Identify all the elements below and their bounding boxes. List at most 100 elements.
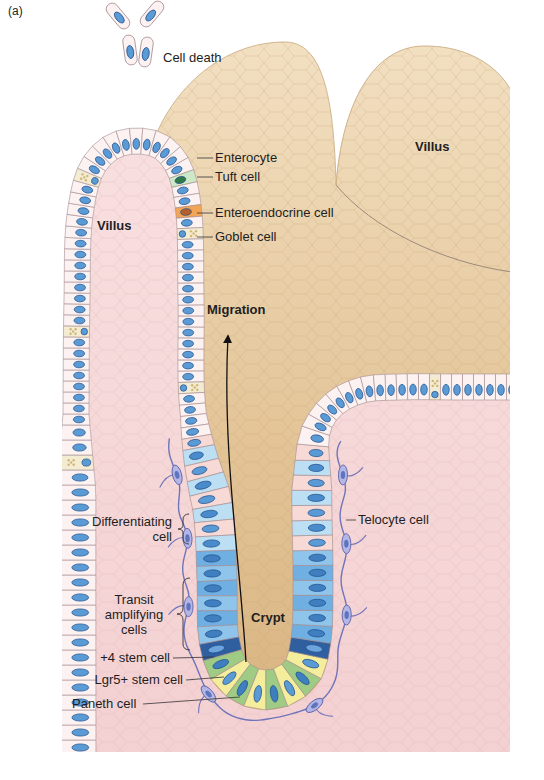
epithelial-cell (418, 374, 429, 400)
callout-label: +4 stem cell (70, 650, 170, 665)
villus-outline (150, 42, 510, 185)
cell-nucleus (72, 564, 89, 571)
cell-nucleus (75, 251, 86, 258)
cell-nucleus (344, 391, 355, 404)
cell-nucleus (78, 207, 90, 215)
cell-nucleus (72, 474, 88, 481)
epithelial-cell (177, 239, 203, 251)
epithelial-cell (175, 205, 202, 219)
epithelial-cell (62, 605, 96, 620)
telocyte-body (182, 528, 192, 548)
cell-nucleus (235, 679, 250, 697)
epithelial-cell (64, 260, 90, 271)
mucus-granule (72, 464, 74, 466)
cell-nucleus (74, 295, 85, 302)
cell-nucleus (182, 285, 193, 292)
cell-nucleus (183, 395, 194, 402)
epithelial-cell (194, 519, 235, 537)
cell-nucleus (183, 340, 194, 347)
cell-nucleus (82, 459, 91, 466)
epithelial-cell (62, 440, 93, 455)
epithelial-cell (196, 565, 237, 581)
telocyte-nucleus (186, 603, 190, 611)
cell-nucleus (326, 403, 338, 415)
cell-nucleus (182, 274, 193, 281)
cell-nucleus (75, 262, 86, 269)
epithelial-cell (62, 485, 96, 500)
mucus-granule (195, 235, 197, 237)
epithelial-cell (62, 620, 96, 635)
epithelial-cell (484, 374, 495, 400)
mucus-granule (83, 176, 85, 178)
cell-nucleus (72, 714, 89, 721)
telocyte-nucleus (204, 690, 213, 699)
mucus-granule (74, 333, 76, 335)
cell-nucleus (509, 384, 510, 395)
mucus-granule (69, 328, 71, 330)
epithelial-cell (373, 374, 385, 400)
epithelial-cell (506, 374, 510, 400)
epithelial-cell (197, 580, 237, 596)
telocyte-body (170, 464, 184, 486)
epithelial-cell (62, 665, 96, 680)
cell-nucleus (72, 519, 89, 526)
cell-nucleus (309, 614, 326, 622)
cell-nucleus (183, 329, 194, 336)
brackets (177, 514, 190, 650)
callout-label: Differentiating cell (72, 514, 172, 544)
epithelial-cell (63, 359, 89, 370)
region-label: Villus (97, 218, 131, 233)
mucus-granule (191, 389, 193, 391)
cell-nucleus (75, 240, 86, 247)
cell-nucleus (73, 444, 86, 451)
cell-nucleus (269, 685, 279, 703)
cell-nucleus (126, 45, 135, 59)
epithelial-cell (178, 338, 204, 349)
epithelial-cell (293, 595, 333, 610)
telocyte-body (304, 696, 325, 715)
callout-label: Cell death (163, 50, 222, 65)
cell-nucleus (179, 197, 191, 205)
epithelial-cell (62, 725, 96, 740)
epithelial-cell (62, 455, 94, 470)
epithelial-cell (178, 283, 204, 294)
shed-cell (122, 34, 138, 65)
cell-nucleus (88, 164, 101, 175)
epithelial-cell (62, 635, 96, 650)
mucus-granule (190, 230, 192, 232)
callout-label: Paneth cell (72, 696, 136, 711)
cell-nucleus (72, 504, 89, 511)
telocyte-process (169, 438, 347, 720)
leader-line (186, 677, 224, 680)
callout-label: Telocyte cell (358, 512, 429, 527)
cell-nucleus (74, 339, 85, 346)
epithelial-cell (176, 216, 203, 229)
cell-nucleus (74, 383, 85, 390)
epithelial-cell (196, 550, 236, 566)
cell-nucleus (183, 351, 194, 358)
epithelial-cell (396, 374, 408, 400)
cell-nucleus (81, 328, 88, 335)
cell-nucleus (334, 396, 346, 409)
epithelial-cell (62, 680, 96, 695)
cell-nucleus (183, 296, 194, 303)
cell-nucleus (72, 549, 89, 556)
cell-nucleus (174, 175, 186, 184)
epithelial-cell (62, 515, 96, 530)
cell-nucleus (72, 579, 89, 586)
callout-label: Goblet cell (215, 229, 276, 244)
epithelial-cell (62, 710, 96, 725)
callout-label: Enterocyte (215, 150, 277, 165)
epithelial-cell (178, 305, 204, 316)
cell-nucleus (203, 540, 220, 548)
mucus-granule (436, 385, 438, 387)
epithelial-cell (197, 596, 237, 611)
mucus-granule (196, 389, 198, 391)
cell-nucleus (91, 177, 99, 185)
epithelial-cell (63, 403, 89, 414)
epithelial-cell (495, 374, 506, 400)
mucus-granule (67, 464, 69, 466)
cell-nucleus (111, 142, 122, 155)
